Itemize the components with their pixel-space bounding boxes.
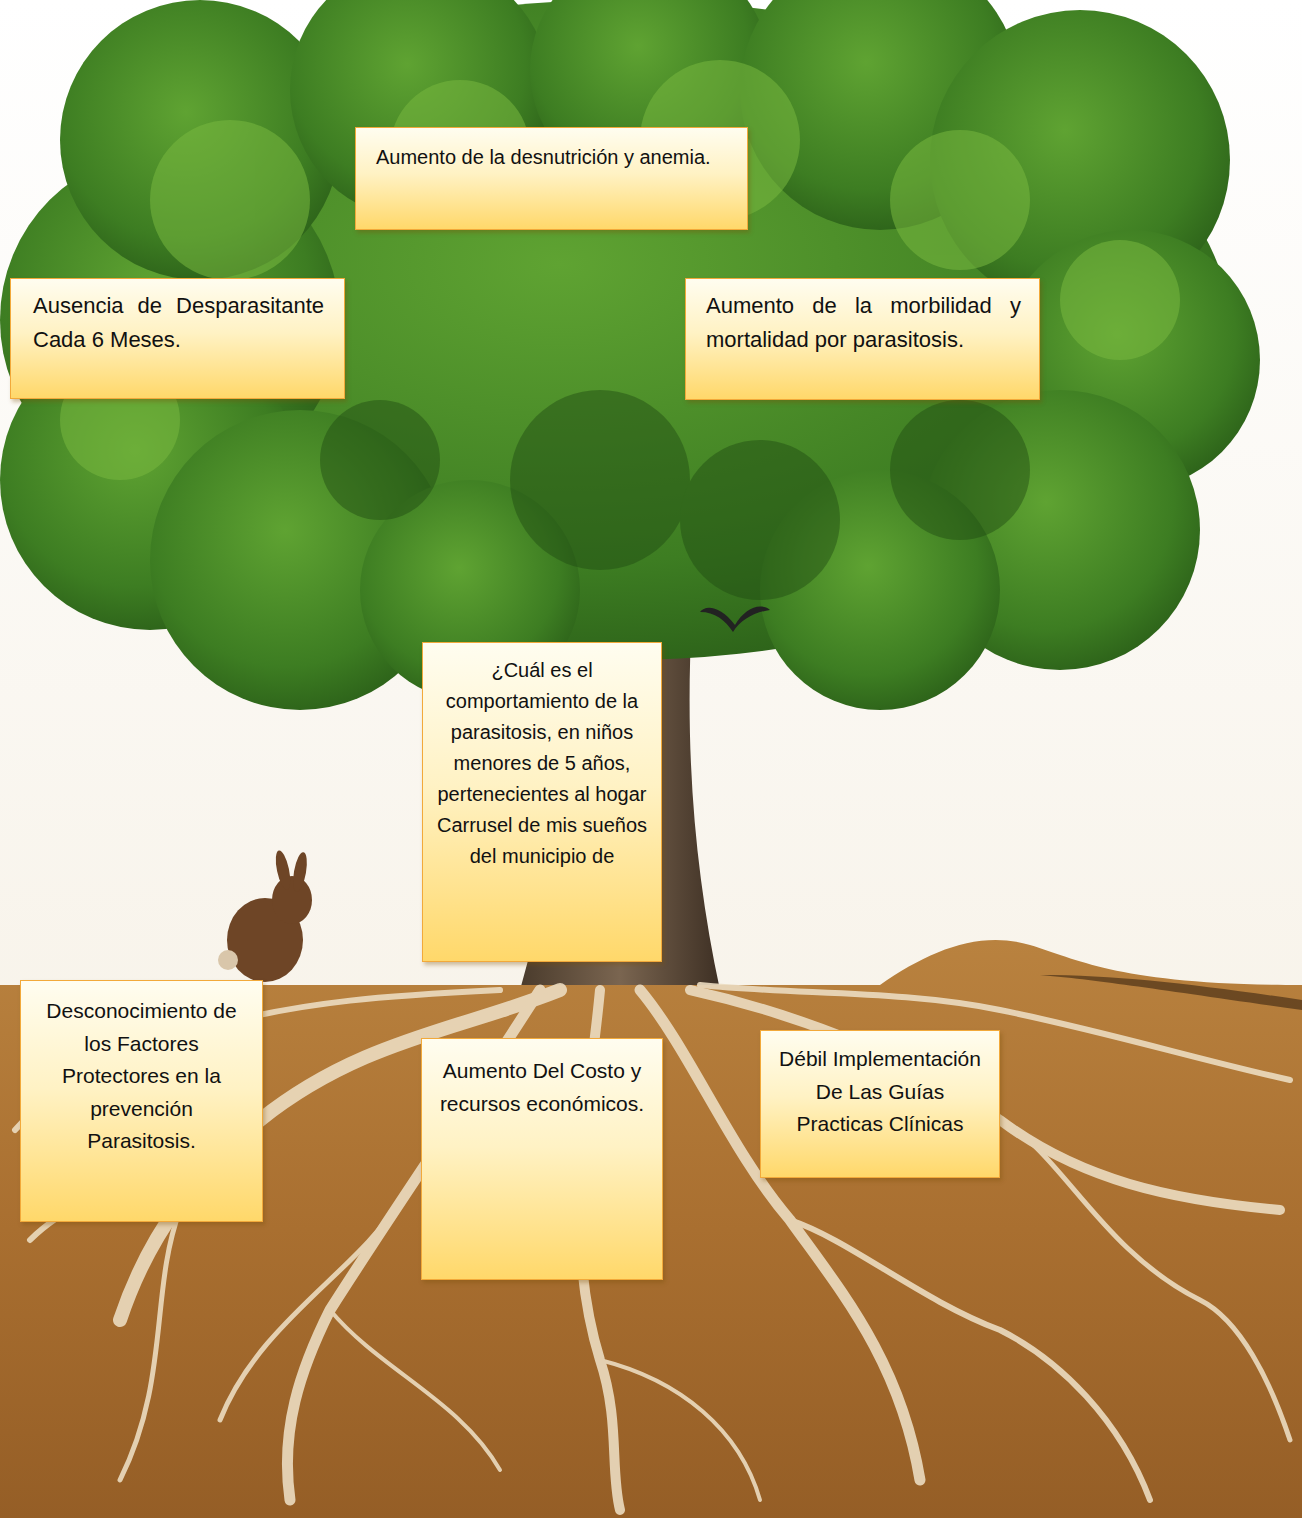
effect-box: Ausencia de Desparasitante Cada 6 Meses.: [10, 278, 345, 399]
box-text: ¿Cuál es el comportamiento de la parasit…: [435, 655, 649, 872]
box-text: Ausencia de Desparasitante Cada 6 Meses.: [33, 289, 324, 357]
problem-box: ¿Cuál es el comportamiento de la parasit…: [422, 642, 662, 962]
cause-box: Desconocimiento de los Factores Protecto…: [20, 980, 263, 1222]
box-text: Aumento de la desnutrición y anemia.: [376, 142, 727, 173]
effect-box: Aumento de la morbilidad y mortalidad po…: [685, 278, 1040, 400]
effect-box: Aumento de la desnutrición y anemia.: [355, 127, 748, 230]
box-text: Aumento Del Costo y recursos económicos.: [434, 1055, 650, 1120]
bird: [700, 606, 770, 632]
box-text: Aumento de la morbilidad y mortalidad po…: [706, 289, 1021, 357]
cause-box: Débil Implementación De Las Guías Practi…: [760, 1030, 1000, 1178]
rabbit: [218, 849, 312, 982]
cause-box: Aumento Del Costo y recursos económicos.: [421, 1038, 663, 1280]
box-text: Desconocimiento de los Factores Protecto…: [33, 995, 250, 1158]
box-text: Débil Implementación De Las Guías Practi…: [773, 1043, 987, 1141]
